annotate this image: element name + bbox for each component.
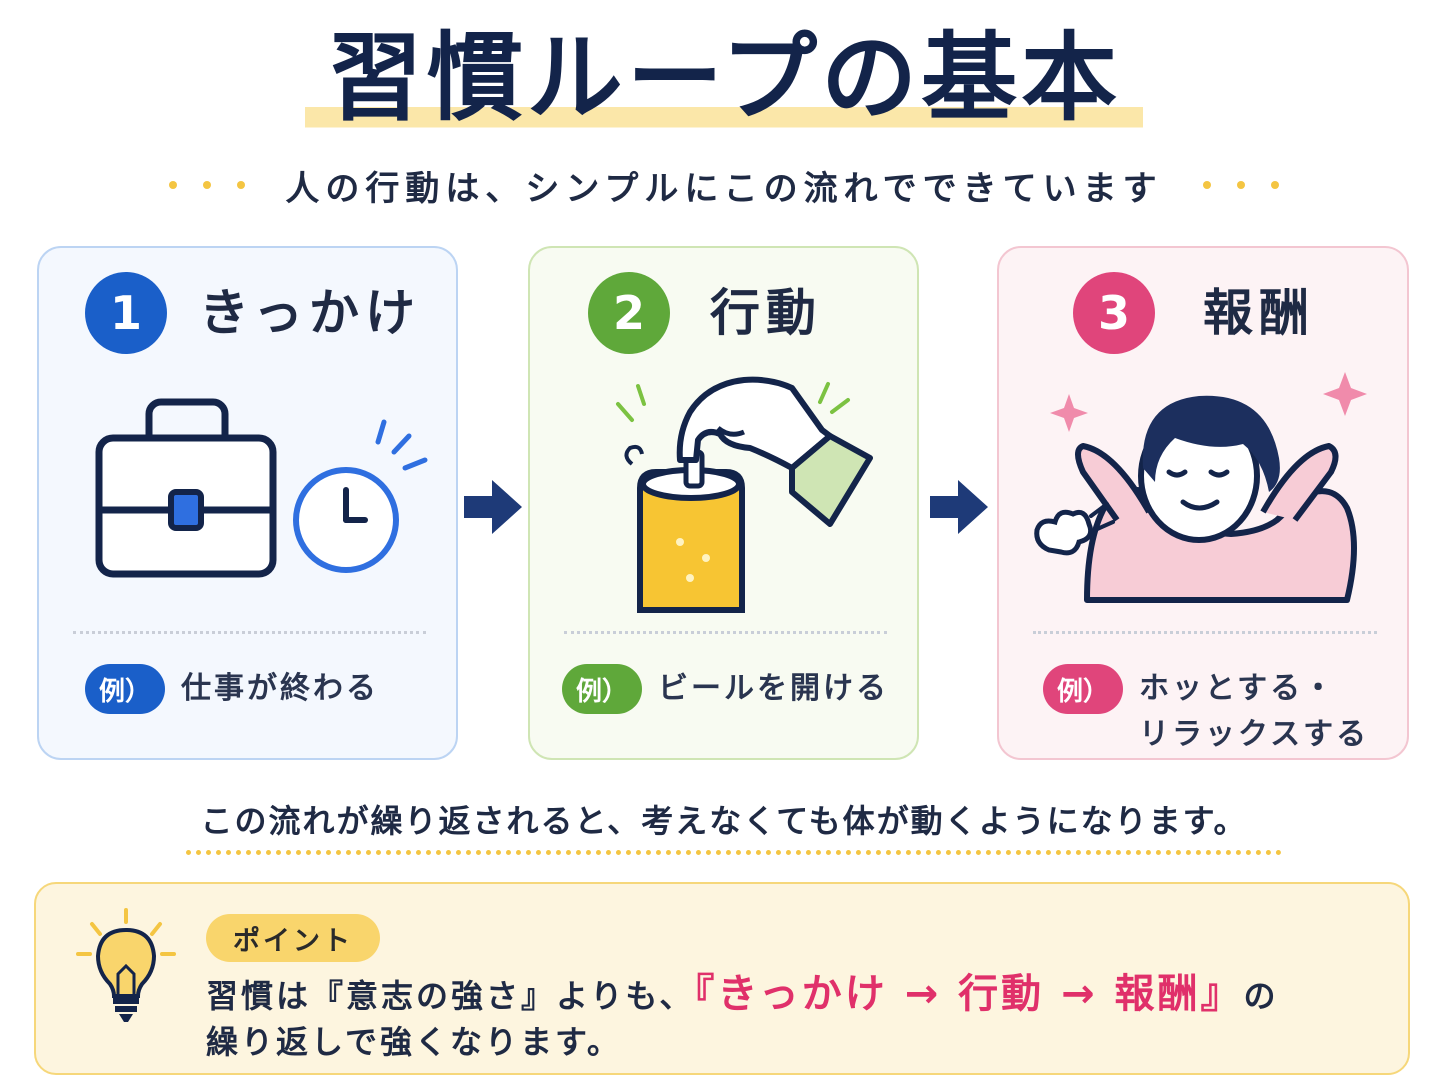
step-card-action: 2 行動 例） ビールを開ける bbox=[528, 246, 919, 760]
arrow-right-icon bbox=[464, 480, 522, 534]
subtitle-dots-right bbox=[1202, 181, 1279, 189]
example-line: 仕事が終わる bbox=[181, 671, 379, 706]
divider bbox=[73, 631, 426, 634]
beer-can-icon bbox=[624, 444, 745, 613]
subtitle: 人の行動は、シンプルにこの流れでできています bbox=[285, 168, 1163, 209]
step-number-badge: 2 bbox=[588, 272, 670, 354]
hand-icon bbox=[676, 376, 873, 527]
step-header: 1 きっかけ bbox=[39, 272, 456, 354]
dot bbox=[237, 181, 246, 189]
dot bbox=[1270, 181, 1279, 189]
example-badge: 例） bbox=[85, 664, 165, 714]
divider bbox=[564, 631, 887, 634]
card2-illustration bbox=[616, 376, 873, 613]
step-label: 報酬 bbox=[1203, 284, 1315, 342]
conclusion-underline bbox=[186, 850, 1282, 855]
point-highlight: 『きっかけ → 行動 → 報酬』 bbox=[694, 971, 1244, 1017]
point-line-2: 繰り返しで強くなります。 bbox=[206, 1023, 622, 1061]
relaxed-person-icon bbox=[1075, 395, 1357, 603]
example-row: 例） 仕事が終わる bbox=[85, 664, 379, 714]
example-line: ホッとする・ bbox=[1139, 671, 1337, 706]
conclusion-text: この流れが繰り返されると、考えなくても体が動くようになります。 bbox=[200, 802, 1248, 840]
point-box: ポイント 習慣は『意志の強さ』よりも、『きっかけ → 行動 → 報酬』の 繰り返… bbox=[34, 882, 1410, 1075]
example-badge: 例） bbox=[1043, 664, 1123, 714]
step-label: きっかけ bbox=[199, 284, 421, 342]
dot bbox=[1202, 181, 1211, 189]
point-line-1: 習慣は『意志の強さ』よりも、『きっかけ → 行動 → 報酬』の bbox=[206, 966, 1279, 1024]
sparkle-lines bbox=[616, 382, 850, 422]
step-number-badge: 1 bbox=[85, 272, 167, 354]
title-wrap: 習慣ループの基本 bbox=[0, 22, 1448, 134]
sigh-puff-icon bbox=[1034, 502, 1115, 556]
point-badge: ポイント bbox=[206, 914, 380, 962]
step-header: 2 行動 bbox=[530, 272, 917, 354]
example-row: 例） ホッとする・ リラックスする bbox=[1043, 664, 1369, 758]
card1-illustration bbox=[95, 398, 428, 578]
divider bbox=[1033, 631, 1377, 634]
dot bbox=[203, 181, 212, 189]
example-text: ホッとする・ リラックスする bbox=[1139, 666, 1369, 758]
point-suffix: の bbox=[1243, 977, 1279, 1015]
lightbulb-icon bbox=[76, 908, 176, 1022]
arrow-right-icon bbox=[930, 480, 988, 534]
clock-icon bbox=[293, 419, 428, 573]
step-card-reward: 3 報酬 例） ホッとする・ リラックスする bbox=[997, 246, 1409, 760]
dot bbox=[1236, 181, 1245, 189]
briefcase-icon bbox=[95, 398, 277, 578]
sparkle-icon bbox=[1050, 372, 1367, 432]
subtitle-dots-left bbox=[169, 181, 246, 189]
subtitle-row: 人の行動は、シンプルにこの流れでできています bbox=[0, 160, 1448, 210]
card3-illustration bbox=[1034, 372, 1367, 603]
page-title: 習慣ループの基本 bbox=[304, 22, 1144, 134]
example-text: 仕事が終わる bbox=[181, 666, 379, 712]
step-label: 行動 bbox=[710, 284, 822, 342]
example-badge: 例） bbox=[562, 664, 642, 714]
step-card-trigger: 1 きっかけ 例） 仕事が終わる bbox=[37, 246, 458, 760]
dot bbox=[169, 181, 178, 189]
step-header: 3 報酬 bbox=[999, 272, 1407, 354]
point-prefix: 習慣は『意志の強さ』よりも、 bbox=[206, 977, 695, 1015]
example-line: リラックスする bbox=[1139, 717, 1370, 752]
example-text: ビールを開ける bbox=[658, 666, 889, 712]
example-line: ビールを開ける bbox=[658, 671, 889, 706]
step-number-badge: 3 bbox=[1073, 272, 1155, 354]
example-row: 例） ビールを開ける bbox=[562, 664, 889, 714]
